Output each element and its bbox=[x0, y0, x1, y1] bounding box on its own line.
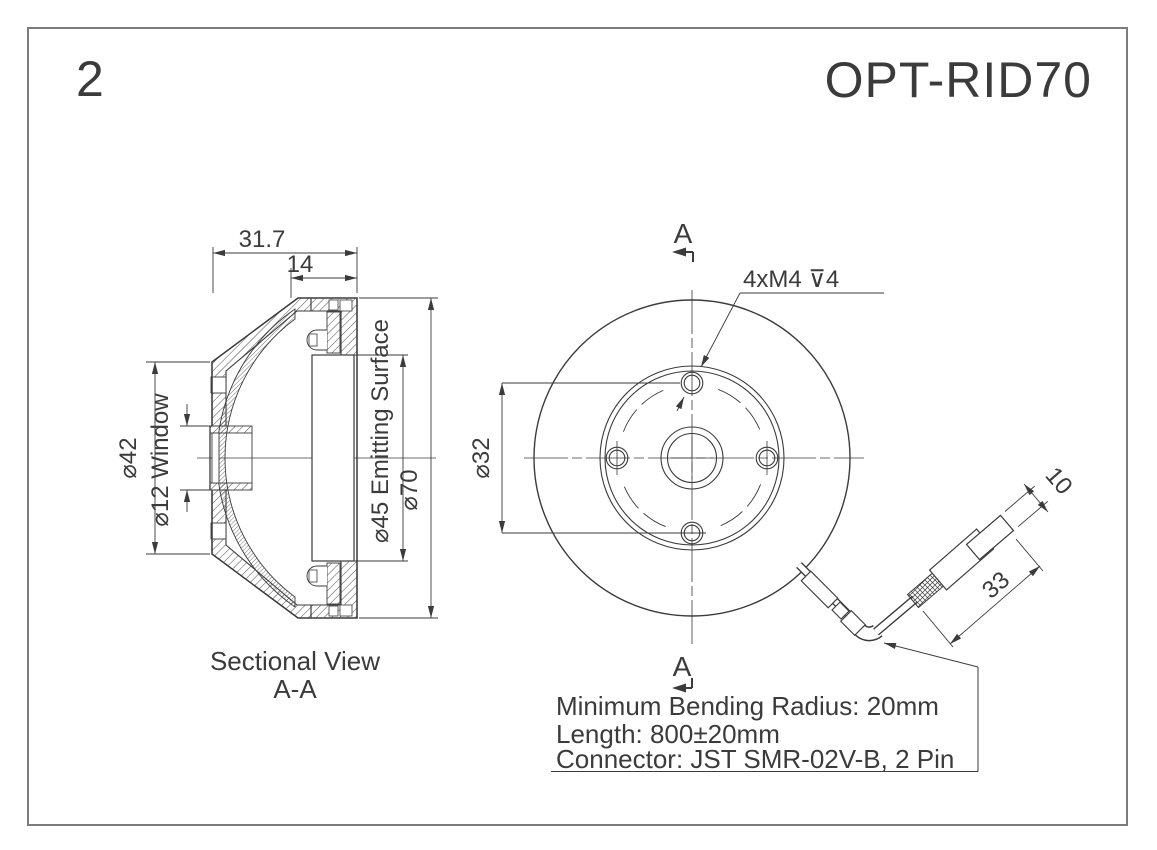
retainer-bottom-a bbox=[328, 605, 339, 617]
notes-leader bbox=[883, 642, 979, 668]
led-pcb-top bbox=[326, 311, 341, 354]
sheet-border bbox=[27, 27, 1128, 826]
bolt-circle-arcs bbox=[622, 388, 762, 528]
dim-bolt-circle: ⌀32 bbox=[468, 437, 495, 478]
sectional-view-dimensions bbox=[146, 247, 438, 619]
note-length: Length: 800±20mm bbox=[556, 719, 780, 749]
dim-total-depth: 31.7 bbox=[239, 226, 286, 253]
cable-sleeve bbox=[800, 570, 839, 609]
boss-circle-outer bbox=[599, 365, 785, 551]
boss-circle-inner bbox=[604, 370, 780, 546]
thread-callout-leader bbox=[675, 292, 884, 412]
outer-circle bbox=[533, 299, 851, 617]
tapped-hole-section-top bbox=[210, 376, 227, 394]
window-tube-wall-top bbox=[209, 425, 253, 434]
note-bending-radius: Minimum Bending Radius: 20mm bbox=[556, 691, 939, 721]
dim-outer-diameter: ⌀70 bbox=[396, 469, 423, 510]
led-pcb-bottom bbox=[326, 562, 341, 605]
section-marker-top: A bbox=[674, 218, 693, 249]
window-circle-outer bbox=[660, 426, 724, 490]
notes-block bbox=[551, 642, 979, 772]
led-lens-top bbox=[308, 333, 318, 347]
cutting-arrow-bottom bbox=[672, 683, 686, 693]
window-glass bbox=[211, 432, 220, 484]
housing-outline bbox=[211, 297, 358, 619]
tapped-hole-section-bottom bbox=[210, 522, 227, 540]
retainer-bottom-b bbox=[339, 604, 353, 617]
dim-connector-length: 33 bbox=[977, 566, 1015, 604]
sectional-view-title: Sectional View bbox=[210, 646, 380, 676]
sectional-view-subtitle: A-A bbox=[273, 674, 317, 704]
retainer-top-b bbox=[339, 299, 353, 312]
dim-emitting-surface: ⌀45 Emitting Surface bbox=[367, 319, 394, 543]
cutting-arrow-top bbox=[672, 247, 686, 257]
bolt-circle-dimension bbox=[498, 382, 706, 534]
cable-assembly bbox=[796, 483, 1049, 648]
note-connector: Connector: JST SMR-02V-B, 2 Pin bbox=[556, 744, 954, 774]
emitting-surface-plate bbox=[311, 354, 355, 562]
top-view bbox=[498, 247, 884, 693]
connector-width-dimension bbox=[1004, 483, 1049, 528]
dim-window-diameter: ⌀12 Window bbox=[147, 393, 174, 527]
cutting-plane-top bbox=[672, 247, 694, 262]
dome-diffuser-section bbox=[216, 308, 296, 608]
window-tube-wall-bottom bbox=[209, 482, 253, 491]
dim-connector-width: 10 bbox=[1040, 462, 1078, 500]
sheet-number: 2 bbox=[76, 51, 105, 107]
elbow-guard bbox=[839, 609, 867, 637]
connector-length-dimension bbox=[922, 538, 1044, 648]
product-title: OPT-RID70 bbox=[825, 52, 1092, 108]
sectional-view bbox=[197, 297, 436, 619]
led-lens-bottom bbox=[308, 569, 318, 583]
thread-callout: 4xM4 ⊽4 bbox=[743, 266, 839, 293]
window-circle-inner bbox=[666, 432, 718, 484]
retainer-top-a bbox=[328, 299, 339, 311]
section-marker-bottom: A bbox=[673, 651, 692, 682]
connector-tip bbox=[965, 514, 1015, 561]
cable-collar bbox=[831, 601, 850, 620]
cutting-plane-bottom bbox=[672, 678, 693, 693]
dim-front-depth: 14 bbox=[287, 251, 314, 278]
dim-rear-diameter: ⌀42 bbox=[115, 437, 142, 478]
